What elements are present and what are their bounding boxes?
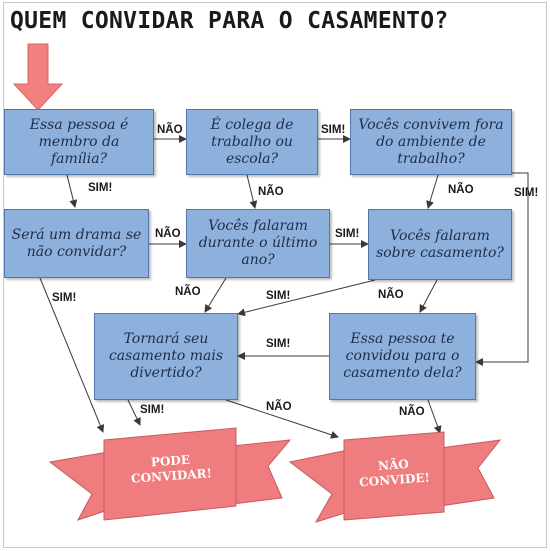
label-divertido-pode: SIM!: [140, 404, 165, 416]
label-falaram-casamento-convidou: NÃO: [378, 289, 404, 301]
edge-drama-pode: [39, 277, 105, 433]
image-frame: [3, 2, 547, 548]
label-familia-drama: SIM!: [88, 182, 113, 194]
label-falaram-casamento-divertido: SIM!: [266, 290, 291, 302]
label-colega-falaram-ano: NÃO: [258, 186, 284, 198]
edge-divertido-nao: [225, 399, 339, 439]
edge-familia-drama: [66, 174, 78, 208]
page-title: QUEM CONVIDAR PARA O CASAMENTO?: [10, 8, 449, 34]
node-falaram-ano: Vocês falaram durante o último ano?: [186, 209, 330, 278]
outcome-banner-nao: [288, 431, 502, 523]
node-familia: Essa pessoa é membro da família?: [4, 109, 154, 175]
outcome-banner-pode: [48, 427, 292, 521]
label-drama-pode: SIM!: [52, 292, 77, 304]
node-convivem: Vocês convivem fora do ambiente de traba…: [350, 109, 512, 175]
edge-falaram-ano-divertido: [204, 277, 227, 313]
label-falaram-ano-divertido: NÃO: [175, 286, 201, 298]
node-colega: É colega de trabalho ou escola?: [186, 109, 318, 175]
label-convivem-convidou: SIM!: [514, 187, 539, 199]
label-convidou-nao: NÃO: [399, 406, 425, 418]
label-falaram-ano-falaram-casamento: SIM!: [335, 228, 360, 240]
edge-falaram-casamento-divertido: [237, 279, 376, 317]
label-drama-falaram-ano: NÃO: [155, 228, 181, 240]
node-convidou: Essa pessoa te convidou para o casamento…: [329, 313, 476, 400]
node-drama: Será um drama se não convidar?: [4, 209, 149, 278]
label-divertido-nao: NÃO: [266, 401, 292, 413]
node-falaram-casamento: Vocês falaram sobre casamento?: [368, 209, 512, 280]
start-arrow: [12, 43, 64, 111]
label-colega-convivem: SIM!: [321, 124, 346, 136]
edge-falaram-casamento-convidou: [419, 279, 438, 313]
edge-colega-falaram-ano: [246, 174, 258, 209]
outcome-nao-label: NÃO CONVIDE!: [358, 456, 431, 490]
edge-convivem-falaram-casamento: [426, 174, 439, 209]
node-divertido: Tornará seu casamento mais divertido?: [94, 313, 238, 400]
edge-divertido-pode: [127, 399, 141, 426]
label-convidou-divertido: SIM!: [266, 338, 291, 350]
edge-convivem-convidou: [475, 172, 529, 366]
label-convivem-falaram-casamento: NÃO: [448, 184, 474, 196]
edge-convidou-nao: [427, 399, 442, 434]
label-familia-colega: NÃO: [157, 124, 183, 136]
